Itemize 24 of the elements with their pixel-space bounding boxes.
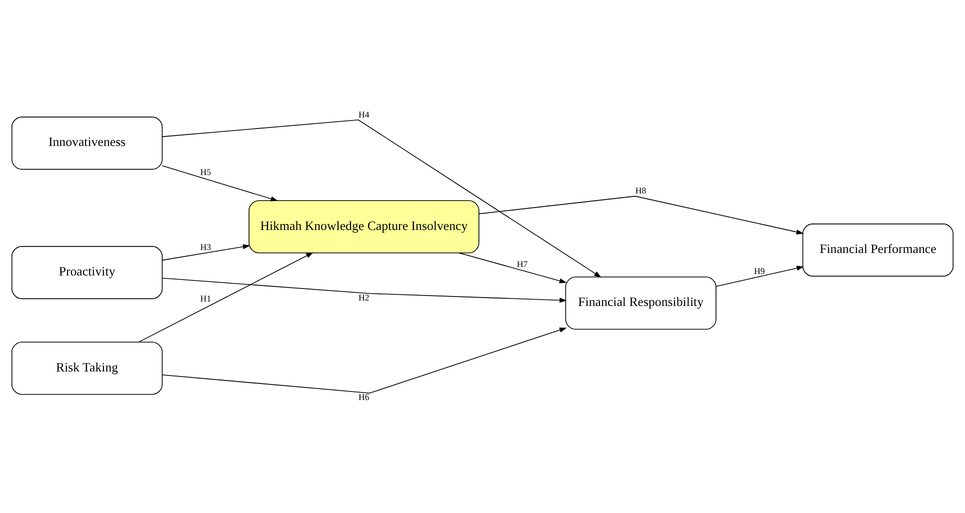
edge-label: H3: [200, 242, 211, 252]
arrow: [162, 119, 602, 278]
arrow: [162, 278, 567, 303]
arrow: [162, 244, 250, 261]
edge-label: H6: [358, 392, 370, 402]
arrow: [162, 328, 567, 394]
arrow: [162, 165, 278, 202]
arrow: [478, 196, 804, 234]
node-box: Hikmah Knowledge Capture Insolvency: [248, 200, 480, 254]
edge-label: H2: [358, 292, 370, 303]
arrow: [716, 266, 804, 287]
edge-label: H5: [200, 167, 211, 178]
arrow: [138, 252, 314, 342]
edge-label: H8: [635, 186, 646, 196]
node-box: Financial Responsibility: [565, 276, 716, 330]
edge-label: H4: [358, 109, 370, 120]
node-box: Risk Taking: [12, 342, 163, 395]
edge-label: H9: [754, 266, 765, 276]
node-box: Financial Performance: [802, 224, 954, 277]
edge-label: H7: [516, 258, 528, 269]
edge-label: H1: [200, 293, 211, 304]
node-box: Innovativeness: [12, 116, 163, 170]
arrow: [458, 252, 567, 284]
node-box: Proactivity: [12, 246, 163, 300]
